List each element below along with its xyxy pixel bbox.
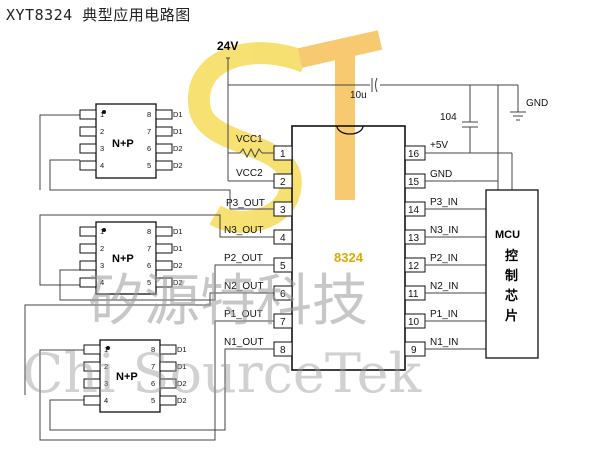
pin-label-n3out: N3_OUT xyxy=(224,225,263,236)
pin-num: 11 xyxy=(408,289,419,300)
pin-num: 3 xyxy=(100,261,104,270)
drain-label: D1 xyxy=(177,362,187,371)
mcu-char: 制 xyxy=(505,268,518,283)
pin-num: 5 xyxy=(147,278,151,287)
pin-num: 2 xyxy=(100,244,104,253)
pin-label-5v: +5V xyxy=(430,140,448,151)
pin-num: 10 xyxy=(408,317,420,328)
pin-label-p1out: P1_OUT xyxy=(224,309,263,320)
watermark-en: Chi SourceTek xyxy=(22,342,423,405)
pin-num: 14 xyxy=(408,205,420,216)
pin-num: 1 xyxy=(280,149,286,160)
pin-num: 7 xyxy=(147,244,151,253)
pin-num: 6 xyxy=(147,144,151,153)
drain-label: D1 xyxy=(173,127,183,136)
pin-num: 7 xyxy=(151,362,155,371)
pin-label-n2in: N2_IN xyxy=(430,281,458,292)
cap-10u-label: 10u xyxy=(350,90,367,101)
mosfet-chip-1: N+P 1 2 3 4 8 7 6 5 D1 D1 D2 D2 xyxy=(79,103,183,179)
ic-right-pins: 16 15 14 13 12 11 10 9 xyxy=(404,145,426,357)
mcu-char: 控 xyxy=(505,248,518,263)
pin-num: 16 xyxy=(408,149,420,160)
mosfet-chip-3: N+P 1 2 3 4 8 7 6 5 D1 D1 D2 D2 xyxy=(83,339,187,413)
pin-num: 3 xyxy=(280,205,286,216)
mosfet-label: N+P xyxy=(112,138,134,150)
drain-label: D1 xyxy=(173,227,183,236)
drain-label: D2 xyxy=(177,379,187,388)
ic-left-pins: 1 2 3 4 5 6 7 8 xyxy=(273,145,293,357)
pin-num: 2 xyxy=(100,127,104,136)
pin-label-p2in: P2_IN xyxy=(430,253,458,264)
supply-label: 24V xyxy=(217,39,238,53)
mosfet-label: N+P xyxy=(112,253,134,265)
mcu-char: 片 xyxy=(505,308,518,323)
drain-label: D1 xyxy=(173,110,183,119)
pin-label-gnd: GND xyxy=(430,169,452,180)
pin-num: 5 xyxy=(151,396,155,405)
cap-104-label: 104 xyxy=(440,112,457,123)
pin-num: 7 xyxy=(280,317,286,328)
mcu-label: MCU xyxy=(495,229,520,241)
drain-label: D2 xyxy=(173,144,183,153)
pin-num: 8 xyxy=(147,110,151,119)
pin-num: 4 xyxy=(100,161,104,170)
mcu-char: 芯 xyxy=(505,288,518,303)
mosfet-label: N+P xyxy=(116,371,138,383)
drain-label: D1 xyxy=(173,244,183,253)
pin-label-p1in: P1_IN xyxy=(430,309,458,320)
drain-label: D2 xyxy=(173,161,183,170)
pin-num: 8 xyxy=(147,227,151,236)
pin-num: 6 xyxy=(280,289,286,300)
watermark-cn: 矽源特科技 xyxy=(88,269,368,334)
pin-num: 15 xyxy=(408,177,420,188)
pin-label-n1in: N1_IN xyxy=(430,337,458,348)
drain-label: D1 xyxy=(177,345,187,354)
pin-label-p3out: P3_OUT xyxy=(226,198,265,209)
pin-num: 8 xyxy=(151,345,155,354)
pin-num: 1 xyxy=(104,345,108,354)
pin-num: 4 xyxy=(104,396,108,405)
pin-num: 7 xyxy=(147,127,151,136)
diagram-title: XYT8324 典型应用电路图 xyxy=(6,6,191,24)
pin-num: 1 xyxy=(100,110,104,119)
pin-num: 9 xyxy=(411,345,417,356)
drain-label: D2 xyxy=(177,396,187,405)
pin-num: 12 xyxy=(408,261,420,272)
pin-label-n2out: N2_OUT xyxy=(224,281,263,292)
ic-left-labels: VCC1 VCC2 P3_OUT N3_OUT P2_OUT N2_OUT P1… xyxy=(224,134,265,348)
pin-label-n3in: N3_IN xyxy=(430,225,458,236)
pin-label-vcc1: VCC1 xyxy=(236,134,263,145)
pin-num: 1 xyxy=(100,227,104,236)
pin-num: 8 xyxy=(280,345,286,356)
drain-label: D2 xyxy=(173,278,183,287)
mcu-box xyxy=(485,189,539,359)
ic-right-labels: +5V GND P3_IN N3_IN P2_IN N2_IN P1_IN N1… xyxy=(430,140,458,348)
pin-label-p3in: P3_IN xyxy=(430,197,458,208)
pin-label-n1out: N1_OUT xyxy=(224,337,263,348)
pin-num: 4 xyxy=(100,278,104,287)
gnd-label: GND xyxy=(526,98,548,109)
pin-label-p2out: P2_OUT xyxy=(224,253,263,264)
pin-num: 5 xyxy=(147,161,151,170)
pin-num: 5 xyxy=(280,261,286,272)
ic-8324-body xyxy=(291,125,406,371)
pin-num: 3 xyxy=(104,379,108,388)
pin-num: 6 xyxy=(147,261,151,270)
pin-label-vcc2: VCC2 xyxy=(236,168,263,179)
pin-num: 6 xyxy=(151,379,155,388)
mosfet-chip-2: N+P 1 2 3 4 8 7 6 5 D1 D1 D2 D2 xyxy=(79,221,183,295)
pin-num: 4 xyxy=(280,233,286,244)
pin-num: 2 xyxy=(104,362,108,371)
pin-num: 2 xyxy=(280,177,286,188)
watermark-logo: ST xyxy=(187,30,383,233)
drain-label: D2 xyxy=(173,261,183,270)
ic-name: 8324 xyxy=(334,250,364,265)
pin-num: 3 xyxy=(100,144,104,153)
pin-num: 13 xyxy=(408,233,420,244)
